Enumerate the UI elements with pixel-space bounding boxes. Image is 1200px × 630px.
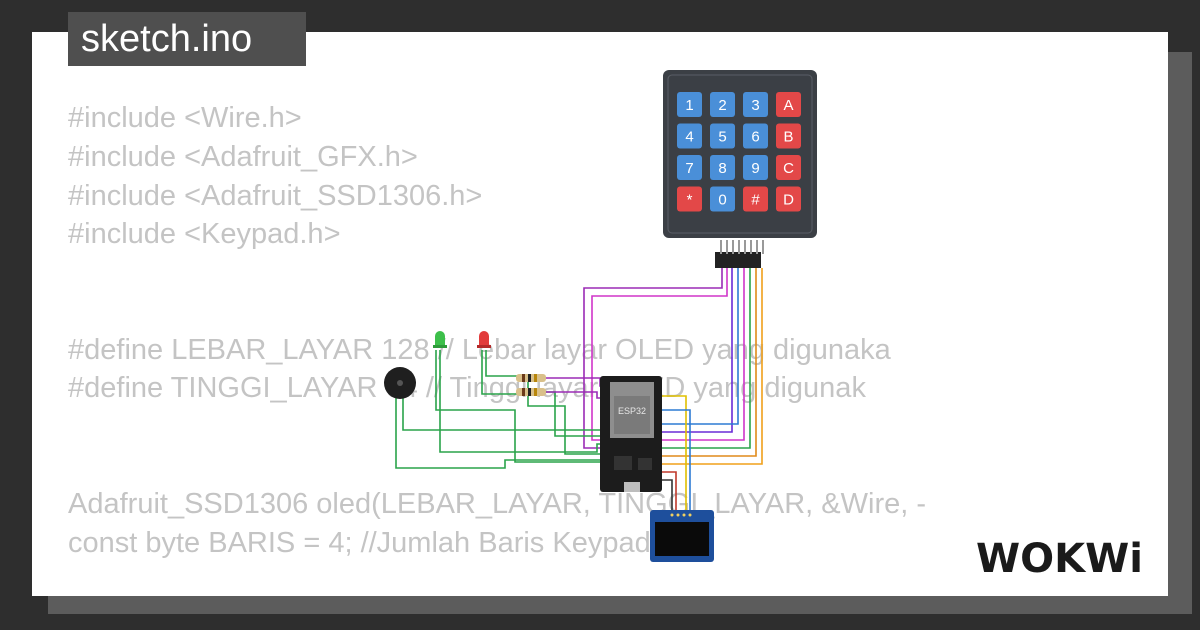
keypad-key[interactable]: 0: [710, 186, 735, 212]
keypad-key[interactable]: 4: [677, 123, 702, 149]
wire: [662, 268, 763, 465]
code-line: #include <Keypad.h>: [68, 218, 341, 250]
wire: [395, 398, 605, 469]
resistor: [516, 374, 546, 382]
keypad-key-label: A: [783, 97, 793, 114]
keypad-key-label: D: [783, 192, 794, 209]
keypad-key-label: 8: [718, 160, 726, 177]
keypad-key[interactable]: 8: [710, 155, 735, 180]
wires: [395, 268, 763, 514]
code-line: const byte BARIS = 4; //Jumlah Baris Key…: [68, 527, 651, 559]
keypad-key-label: 9: [751, 160, 759, 177]
code-line: #define LEBAR_LAYAR 128 // Lebar layar O…: [68, 334, 891, 366]
code-line: #include <Wire.h>: [68, 102, 302, 134]
keypad-key[interactable]: 6: [743, 123, 768, 149]
wire: [662, 268, 739, 425]
wire: [662, 268, 733, 433]
keypad-key-label: B: [783, 129, 793, 146]
keypad-key[interactable]: *: [677, 186, 702, 212]
esp32-board: ESP32: [600, 376, 662, 492]
keypad-key-label: #: [751, 192, 760, 209]
wire: [545, 377, 605, 387]
keypad-key-label: 4: [685, 129, 693, 146]
sketch-title[interactable]: sketch.ino: [68, 12, 306, 66]
keypad-key[interactable]: 9: [743, 155, 768, 180]
wire: [545, 391, 605, 399]
wire: [662, 471, 677, 514]
keypad-pin: [738, 240, 740, 254]
keypad-key-label: 1: [685, 97, 693, 114]
keypad-pin: [750, 240, 752, 254]
keypad-key-label: 6: [751, 129, 759, 146]
keypad-key[interactable]: 5: [710, 123, 735, 149]
keypad-pin: [756, 240, 758, 254]
wire: [662, 268, 757, 457]
keypad-pin: [762, 240, 764, 254]
code-line: Adafruit_SSD1306 oled(LEBAR_LAYAR, TINGG…: [68, 488, 927, 520]
keypad-key[interactable]: D: [776, 186, 801, 212]
wire: [439, 350, 605, 453]
keypad-key[interactable]: 2: [710, 92, 735, 117]
wire: [402, 396, 605, 431]
wire: [435, 350, 605, 463]
keypad-key[interactable]: 1: [677, 92, 702, 117]
keypad-key[interactable]: #: [743, 186, 768, 212]
keypad-pin: [732, 240, 734, 254]
keypad-key[interactable]: B: [776, 123, 801, 149]
wokwi-logo: WOKWi: [976, 536, 1143, 582]
resistor: [516, 388, 546, 396]
keypad-key-label: 0: [718, 192, 726, 209]
wire: [591, 268, 728, 441]
keypad-key-label: C: [783, 160, 794, 177]
keypad-key-label: 3: [751, 97, 759, 114]
keypad-key-label: 5: [718, 129, 726, 146]
preview-card: [32, 32, 1168, 596]
keypad-connector: [715, 252, 761, 268]
buzzer: [384, 367, 416, 399]
wire: [662, 395, 687, 514]
wire: [662, 409, 691, 514]
keypad-key-label: 7: [685, 160, 693, 177]
keypad-key[interactable]: 3: [743, 92, 768, 117]
keypad-key[interactable]: C: [776, 155, 801, 180]
keypad-key-label: 2: [718, 97, 726, 114]
code-line: #include <Adafruit_GFX.h>: [68, 141, 418, 173]
keypad-key-label: *: [687, 192, 693, 209]
code-line: #include <Adafruit_SSD1306.h>: [68, 180, 483, 212]
wire: [662, 268, 751, 449]
keypad-pin: [726, 240, 728, 254]
keypad-pin: [744, 240, 746, 254]
keypad-pin: [720, 240, 722, 254]
esp32-label: ESP32: [618, 406, 646, 416]
keypad-key[interactable]: 7: [677, 155, 702, 180]
red-led: [477, 331, 491, 348]
keypad: 1 2 3 A 4 5 6 B 7 8 9 C * 0 # D: [663, 70, 817, 268]
wire: [583, 268, 723, 449]
green-led: [433, 331, 447, 348]
oled-display: [650, 510, 714, 562]
wire: [662, 479, 673, 514]
wire: [481, 350, 605, 455]
keypad-key[interactable]: A: [776, 92, 801, 117]
wokwi-logo-text: WOKWi: [976, 536, 1143, 582]
